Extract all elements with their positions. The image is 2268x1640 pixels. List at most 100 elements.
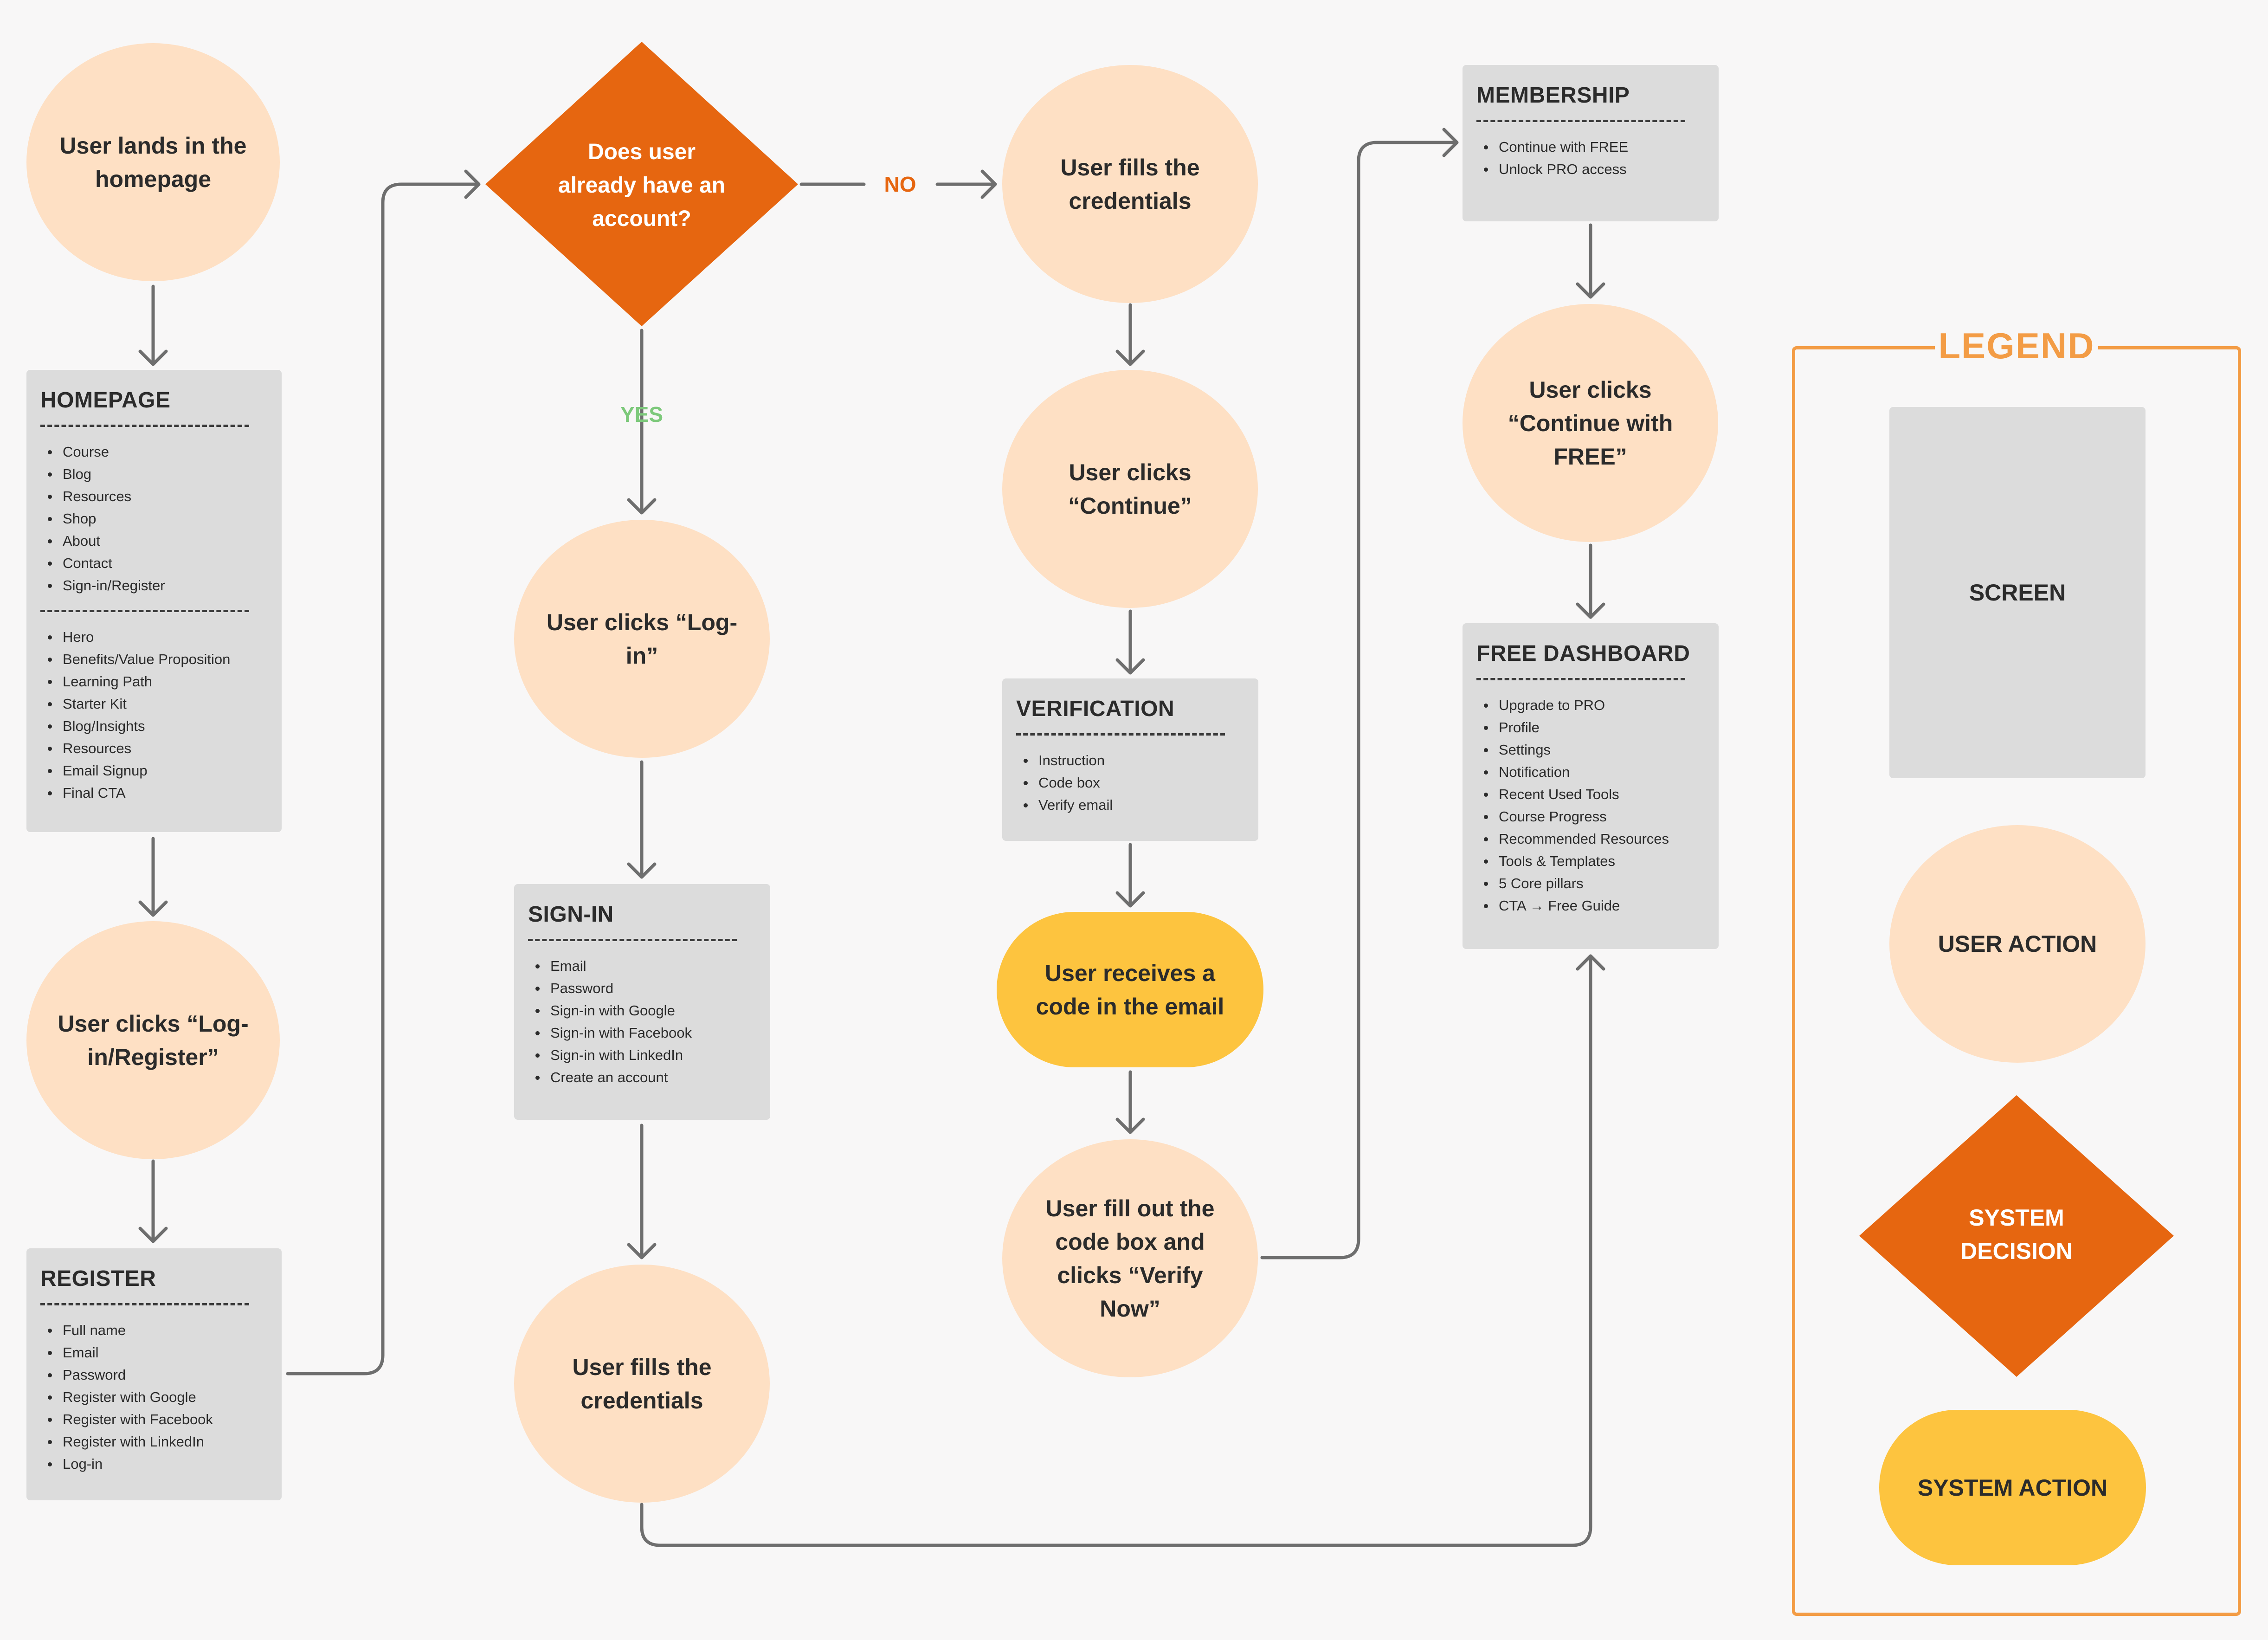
list-item: Resources	[48, 485, 268, 508]
screen-verification: VERIFICATION Instruction Code box Verify…	[1002, 678, 1258, 841]
arrow-continue-to-verification	[1115, 609, 1145, 675]
system-action-label: User receives a code in the email	[1036, 960, 1224, 1020]
homepage-nav-list: Course Blog Resources Shop About Contact…	[40, 441, 268, 597]
legend-system-decision-label: SYSTEM DECISION	[1960, 1205, 2073, 1264]
list-item: Sign-in with Facebook	[535, 1022, 756, 1044]
user-action-label: User lands in the homepage	[59, 132, 247, 192]
screen-title: FREE DASHBOARD	[1476, 641, 1690, 666]
user-action-clicks-continue: User clicks “Continue”	[1002, 370, 1258, 608]
list-item: Register with Google	[48, 1386, 268, 1408]
user-action-clicks-login: User clicks “Log-in”	[514, 520, 770, 758]
screen-title: HOMEPAGE	[40, 388, 171, 413]
list-item: Contact	[48, 552, 268, 575]
decision-diamond-shape	[485, 42, 798, 326]
list-item: CTA → Free Guide	[1484, 895, 1705, 917]
divider	[1016, 733, 1225, 736]
user-action-label: User clicks “Log-in/Register”	[58, 1010, 249, 1070]
list-item: Tools & Templates	[1484, 850, 1705, 872]
user-action-label: User clicks “Log-in”	[546, 609, 738, 669]
divider	[40, 425, 249, 427]
list-item: Notification	[1484, 761, 1705, 783]
list-item: Register with LinkedIn	[48, 1431, 268, 1453]
arrow-home-to-homepage	[138, 284, 168, 366]
arrow-clicks-login-to-signin	[627, 760, 657, 879]
user-action-label: User fill out the code box and clicks “V…	[1045, 1195, 1215, 1322]
list-item: Continue with FREE	[1484, 136, 1705, 158]
branch-label-yes: YES	[620, 402, 664, 426]
user-action-clicks-continue-free: User clicks “Continue with FREE”	[1463, 304, 1718, 542]
register-list: Full name Email Password Register with G…	[40, 1319, 268, 1475]
legend-title: LEGEND	[1935, 320, 2098, 371]
arrow-clicks-to-register	[138, 1159, 168, 1243]
homepage-sections-list: Hero Benefits/Value Proposition Learning…	[40, 626, 268, 804]
user-action-fills-credentials-register: User fills the credentials	[1002, 65, 1258, 303]
branch-label-no: NO	[884, 172, 916, 196]
screen-register: REGISTER Full name Email Password Regist…	[26, 1248, 282, 1500]
verification-list: Instruction Code box Verify email	[1016, 749, 1244, 816]
list-item: Blog	[48, 463, 268, 485]
list-item: Hero	[48, 626, 268, 648]
arrow-verify-now-to-membership	[1260, 128, 1459, 1259]
divider	[528, 939, 737, 941]
list-item: Recent Used Tools	[1484, 783, 1705, 806]
user-action-label: User fills the credentials	[1060, 154, 1200, 214]
list-item: Upgrade to PRO	[1484, 694, 1705, 717]
list-item: Verify email	[1024, 794, 1244, 816]
screen-free-dashboard: FREE DASHBOARD Upgrade to PRO Profile Se…	[1463, 623, 1719, 949]
user-action-lands-homepage: User lands in the homepage	[26, 43, 280, 281]
user-action-label: User clicks “Continue with FREE”	[1508, 376, 1673, 470]
screen-title: VERIFICATION	[1016, 697, 1175, 721]
list-item: Blog/Insights	[48, 715, 268, 737]
connector-lines	[138, 128, 1605, 1547]
system-decision-account: Does user already have an account?	[548, 121, 736, 251]
arrow-code-to-verify-now	[1115, 1070, 1145, 1134]
list-item: Course Progress	[1484, 806, 1705, 828]
screen-title: REGISTER	[40, 1266, 156, 1291]
list-item: Sign-in with LinkedIn	[535, 1044, 756, 1066]
list-item: Unlock PRO access	[1484, 158, 1705, 181]
list-item: Email Signup	[48, 760, 268, 782]
list-item: Password	[48, 1364, 268, 1386]
divider	[1476, 678, 1685, 680]
list-item: Password	[535, 977, 756, 1000]
legend-system-action-swatch: SYSTEM ACTION	[1879, 1410, 2146, 1565]
list-item: Final CTA	[48, 782, 268, 804]
screen-title: SIGN-IN	[528, 902, 614, 927]
screen-membership: MEMBERSHIP Continue with FREE Unlock PRO…	[1463, 65, 1719, 221]
arrow-verification-to-code	[1115, 843, 1145, 908]
list-item: Resources	[48, 737, 268, 760]
list-item: Instruction	[1024, 749, 1244, 772]
list-item: Settings	[1484, 739, 1705, 761]
user-action-clicks-login-register: User clicks “Log-in/Register”	[26, 921, 280, 1159]
membership-list: Continue with FREE Unlock PRO access	[1476, 136, 1705, 181]
user-action-label: User clicks “Continue”	[1068, 459, 1192, 519]
list-item: 5 Core pillars	[1484, 872, 1705, 895]
list-item: Shop	[48, 508, 268, 530]
list-item: Full name	[48, 1319, 268, 1342]
list-item: Log-in	[48, 1453, 268, 1475]
decision-label: Does user already have an account?	[558, 140, 726, 231]
system-action-receives-code: User receives a code in the email	[997, 912, 1263, 1067]
list-item: Code box	[1024, 772, 1244, 794]
legend-screen-label: SCREEN	[1969, 580, 2066, 606]
list-item: Email	[48, 1342, 268, 1364]
user-action-label: User fills the credentials	[572, 1354, 712, 1414]
screen-homepage: HOMEPAGE Course Blog Resources Shop Abou…	[26, 370, 282, 832]
legend-user-action-swatch: USER ACTION	[1889, 825, 2146, 1063]
screen-title: MEMBERSHIP	[1476, 83, 1630, 108]
free-dashboard-list: Upgrade to PRO Profile Settings Notifica…	[1476, 694, 1705, 917]
divider	[40, 610, 249, 612]
arrow-register-to-decision	[286, 169, 481, 1375]
list-item: Register with Facebook	[48, 1408, 268, 1431]
list-item: Recommended Resources	[1484, 828, 1705, 850]
list-item: Sign-in with Google	[535, 1000, 756, 1022]
signin-list: Email Password Sign-in with Google Sign-…	[528, 955, 756, 1089]
arrow-decision-no	[799, 169, 997, 199]
arrow-fills-to-continue	[1115, 303, 1145, 366]
user-action-fills-credentials-signin: User fills the credentials	[514, 1265, 770, 1503]
list-item: Create an account	[535, 1066, 756, 1089]
legend-diamond-shape	[1859, 1095, 2174, 1377]
divider	[40, 1303, 249, 1305]
list-item: Sign-in/Register	[48, 575, 268, 597]
